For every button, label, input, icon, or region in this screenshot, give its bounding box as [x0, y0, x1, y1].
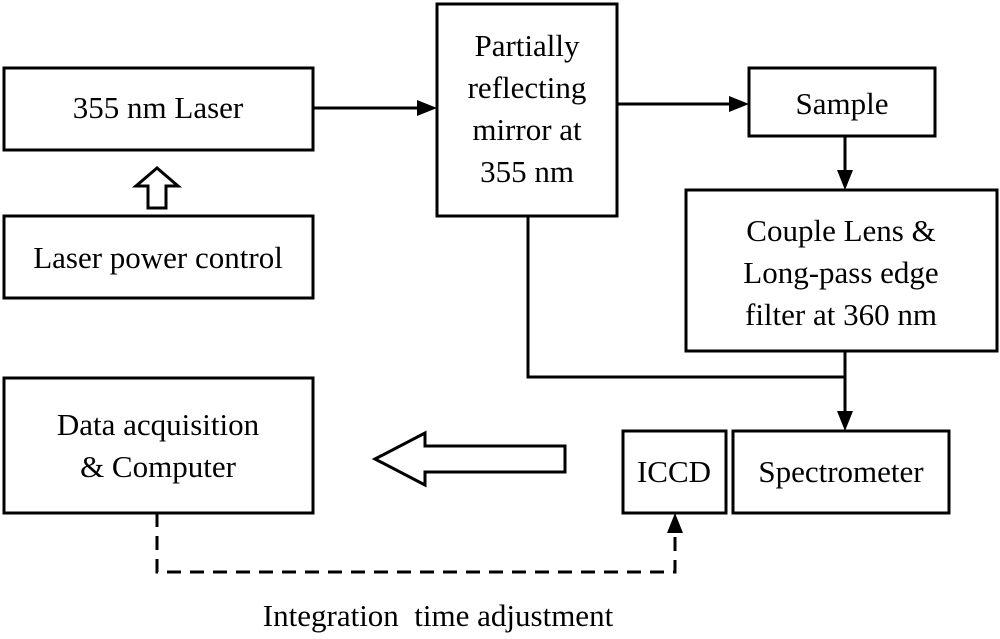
lens-filter-label-line-3: filter at 360 nm: [745, 297, 937, 332]
data-acquisition-label-line-2: & Computer: [80, 449, 237, 484]
lens-to-spectrometer-arrowhead: [837, 411, 853, 431]
integration-time-arrowhead: [667, 513, 683, 533]
laser-to-mirror-arrowhead: [417, 100, 437, 116]
data-flow-hollow-arrow: [371, 430, 567, 488]
power-control-hollow-arrow: [131, 166, 183, 210]
spectrometer-label: Spectrometer: [758, 454, 924, 489]
spectrometer-box: [731, 429, 951, 515]
iccd-label: ICCD: [637, 454, 711, 489]
lens-filter-label-line-2: Long-pass edge: [743, 255, 938, 290]
mirror-label-line-2: reflecting: [468, 70, 587, 105]
mirror-to-sample-arrowhead: [729, 96, 749, 112]
mirror-label-line-4: 355 nm: [480, 154, 574, 189]
sample-to-lens-arrowhead: [837, 170, 853, 190]
laser-box: [2, 66, 315, 152]
laser-label: 355 nm Laser: [73, 90, 244, 125]
mirror-reflect-line: [526, 216, 845, 379]
mirror-label-line-3: mirror at: [472, 112, 582, 147]
mirror-label-line-1: Partially: [474, 28, 580, 63]
sample-label: Sample: [796, 86, 889, 121]
lens-filter-label-line-1: Couple Lens &: [746, 213, 935, 248]
data-acquisition-box: [2, 376, 315, 515]
power-control-box: [2, 214, 315, 300]
sample-box: [747, 66, 937, 138]
power-control-label: Laser power control: [33, 240, 283, 275]
lens-filter-box: [684, 188, 999, 353]
integration-time-dashed-line: [155, 513, 677, 574]
iccd-box: [621, 429, 728, 515]
mirror-box: [435, 2, 619, 218]
integration-time-caption: Integration time adjustment: [263, 598, 614, 633]
data-acquisition-label-line-1: Data acquisition: [57, 407, 260, 442]
